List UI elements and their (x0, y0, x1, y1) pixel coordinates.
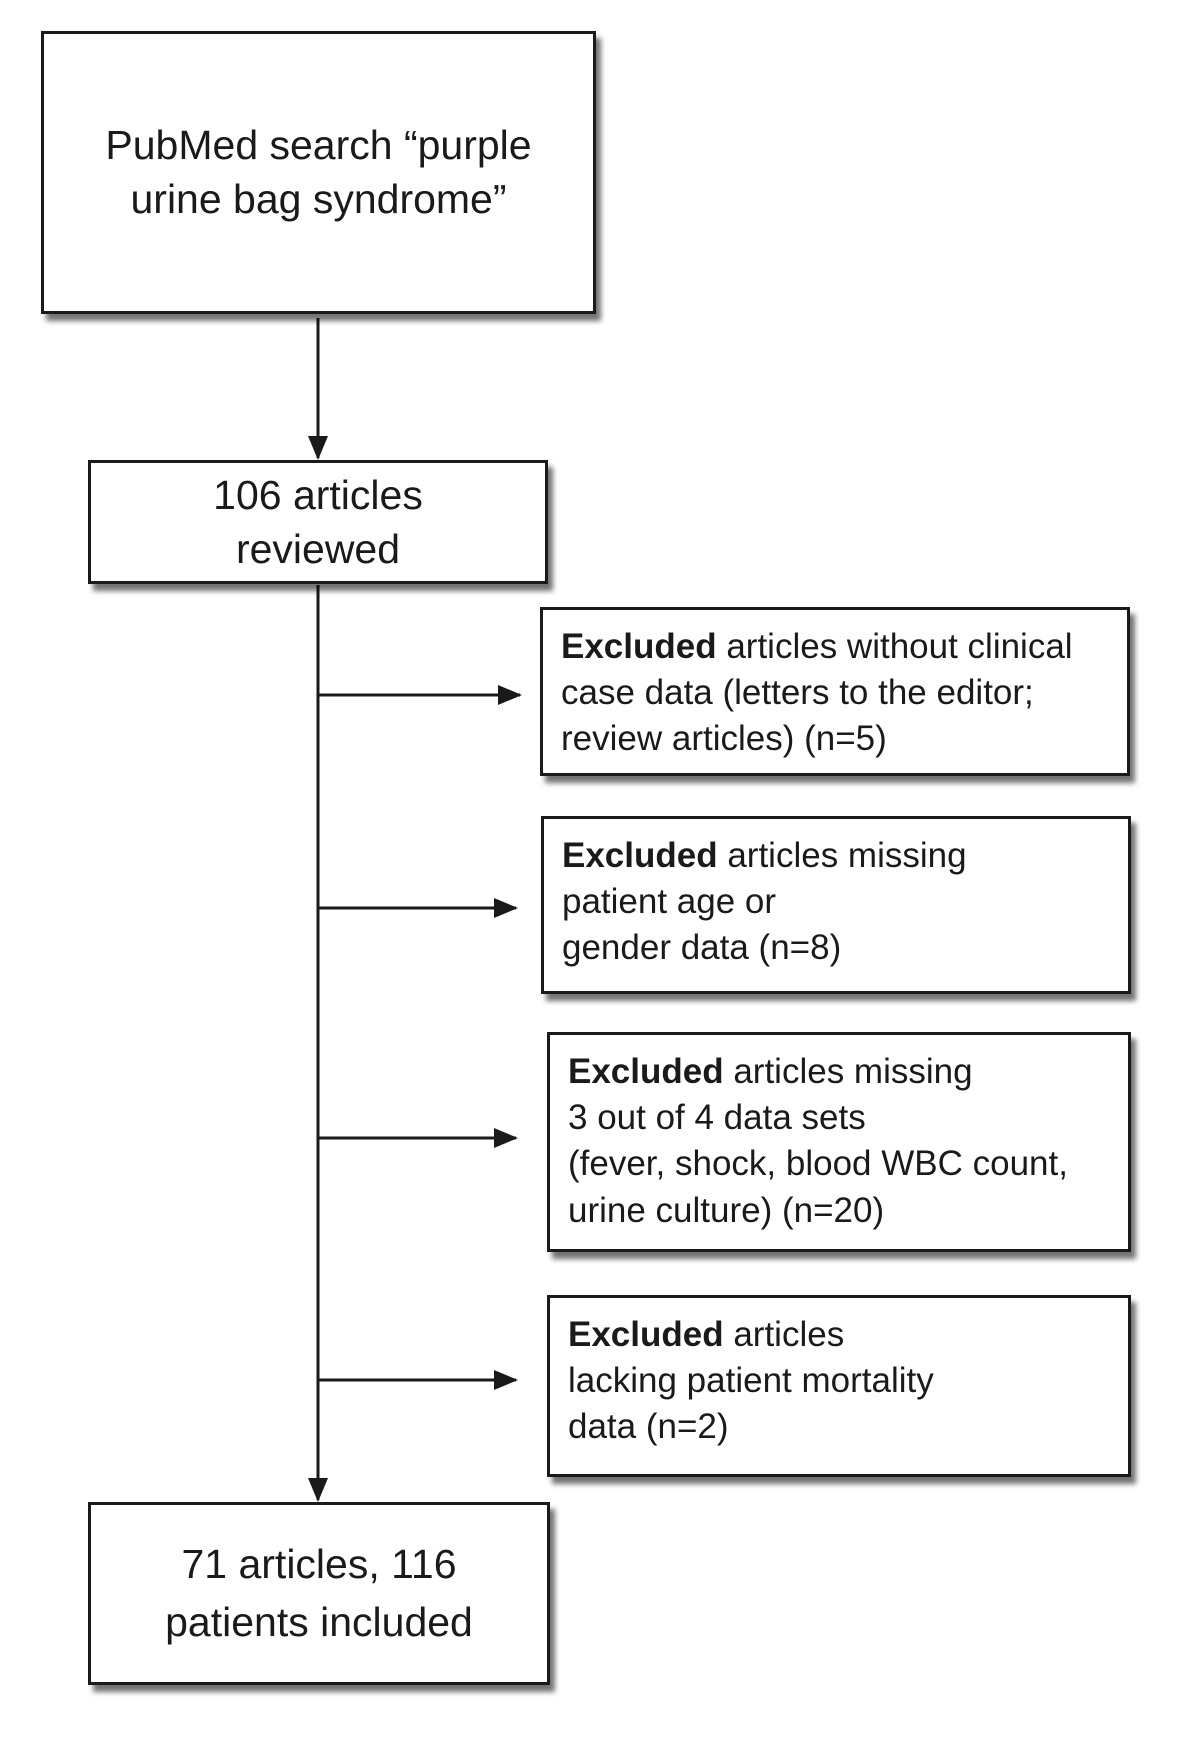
exclusion-2-text: articles missing (717, 836, 967, 875)
search-box: PubMed search “purple urine bag syndrome… (41, 31, 596, 314)
exclusion-4-line-3: data (n=2) (568, 1407, 729, 1447)
exclusion-box-2: Excluded articles missing patient age or… (541, 816, 1131, 994)
reviewed-box-text: 106 articles reviewed (213, 471, 423, 572)
search-box-text: PubMed search “purple urine bag syndrome… (105, 122, 532, 222)
exclusion-3-bold: Excluded (568, 1052, 724, 1091)
exclusion-1-line-1: Excluded articles without clinical (561, 624, 1117, 670)
exclusion-box-1: Excluded articles without clinical case … (540, 607, 1130, 776)
exclusion-4-line-1: Excluded articles (568, 1312, 1118, 1358)
exclusion-3-line-3: (fever, shock, blood WBC count, (568, 1144, 1068, 1184)
exclusion-1-bold: Excluded (561, 627, 717, 666)
included-box: 71 articles, 116 patients included (88, 1502, 550, 1685)
exclusion-3-text: articles missing (723, 1052, 973, 1091)
exclusion-1-line-2: case data (letters to the editor; (561, 673, 1034, 713)
exclusion-box-4: Excluded articles lacking patient mortal… (547, 1295, 1131, 1477)
exclusion-2-line-3: gender data (n=8) (562, 928, 842, 968)
exclusion-3-line-1: Excluded articles missing (568, 1049, 1118, 1095)
reviewed-box: 106 articles reviewed (88, 460, 548, 584)
included-box-text: 71 articles, 116 patients included (165, 1541, 473, 1645)
exclusion-3-line-4: urine culture) (n=20) (568, 1190, 885, 1230)
exclusion-2-line-1: Excluded articles missing (562, 833, 1118, 879)
exclusion-3-line-2: 3 out of 4 data sets (568, 1098, 866, 1138)
exclusion-4-line-2: lacking patient mortality (568, 1361, 934, 1401)
exclusion-box-3: Excluded articles missing 3 out of 4 dat… (547, 1032, 1131, 1252)
exclusion-2-line-2: patient age or (562, 882, 777, 922)
exclusion-2-bold: Excluded (562, 836, 718, 875)
exclusion-4-bold: Excluded (568, 1315, 724, 1354)
exclusion-4-text: articles (723, 1315, 845, 1354)
exclusion-1-line-3: review articles) (n=5) (561, 719, 887, 759)
exclusion-1-text: articles without clinical (716, 627, 1073, 666)
